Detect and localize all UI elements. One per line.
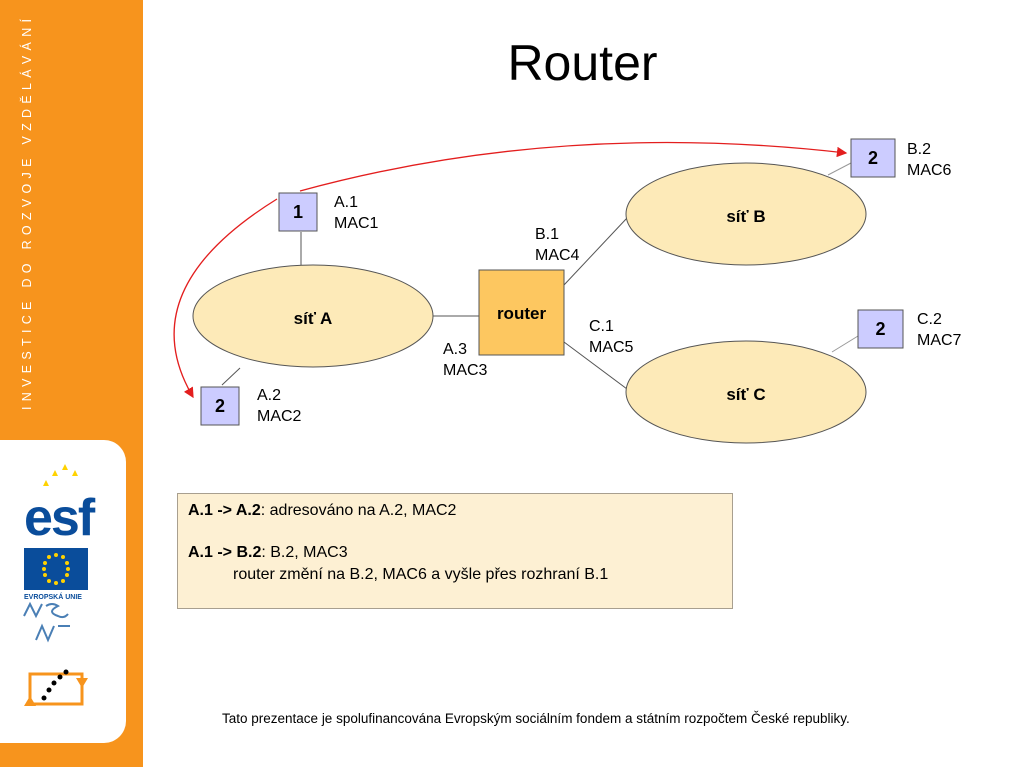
logos bbox=[23, 464, 88, 706]
esf-logo-icon bbox=[26, 464, 78, 520]
msmt-logo-icon bbox=[23, 601, 70, 643]
node-b2-box bbox=[850, 138, 896, 178]
info-line-3: router změní na B.2, MAC6 a vyšle přes r… bbox=[233, 566, 609, 583]
label-c1-mac: MAC5 bbox=[589, 339, 634, 356]
label-a3-ip: A.3 bbox=[443, 341, 468, 358]
info-line-1-rest: : adresováno na A.2, MAC2 bbox=[260, 502, 457, 519]
page-title: Router bbox=[507, 35, 658, 91]
label-b2-ip: B.2 bbox=[907, 141, 932, 158]
eu-label: EVROPSKÁ UNIE bbox=[24, 594, 82, 601]
link-router-b bbox=[563, 217, 628, 286]
label-a3-mac: MAC3 bbox=[443, 362, 488, 379]
label-c2-ip: C.2 bbox=[917, 311, 942, 328]
network-a-label: síť A bbox=[293, 309, 333, 328]
network-b-label: síť B bbox=[726, 207, 766, 226]
label-b2: B.2 MAC6 bbox=[907, 139, 951, 181]
arrow-a1-to-b2 bbox=[299, 141, 848, 192]
link-b2 bbox=[827, 162, 852, 176]
logo-panel: esf EVROPSKÁ UNIE bbox=[0, 440, 126, 743]
node-c2-box bbox=[857, 309, 904, 349]
label-a3: A.3 MAC3 bbox=[443, 339, 487, 381]
label-b1: B.1 MAC4 bbox=[535, 224, 579, 266]
network-a-ellipse bbox=[192, 264, 434, 368]
label-a1-mac: MAC1 bbox=[334, 215, 379, 232]
op-vk-logo-icon bbox=[24, 669, 88, 706]
label-a2-mac: MAC2 bbox=[257, 408, 302, 425]
link-a2 bbox=[221, 367, 241, 386]
info-line-2-bold: A.1 -> B.2 bbox=[188, 544, 262, 561]
node-a1-number: 1 bbox=[292, 202, 303, 222]
footer-text: Tato prezentace je spolufinancována Evro… bbox=[222, 711, 850, 726]
info-line-2-rest: : B.2, MAC3 bbox=[261, 544, 348, 561]
node-a1-box bbox=[278, 192, 318, 232]
label-a2: A.2 MAC2 bbox=[257, 385, 301, 427]
label-b2-mac: MAC6 bbox=[907, 162, 952, 179]
info-line-2: A.1 -> B.2: B.2, MAC3 bbox=[188, 544, 722, 566]
sidebar: INVESTICE DO ROZVOJE VZDĚLÁVÁNÍ bbox=[0, 0, 143, 767]
label-c1-ip: C.1 bbox=[589, 318, 614, 335]
label-c2-mac: MAC7 bbox=[917, 332, 962, 349]
node-a2-box bbox=[200, 386, 240, 426]
link-c2 bbox=[831, 335, 859, 353]
node-b2-number: 2 bbox=[867, 148, 878, 168]
label-b1-mac: MAC4 bbox=[535, 247, 580, 264]
router-box bbox=[478, 269, 565, 356]
network-b-ellipse bbox=[625, 162, 867, 266]
router-label: router bbox=[496, 304, 547, 323]
label-b1-ip: B.1 bbox=[535, 226, 560, 243]
link-router-c bbox=[563, 341, 628, 390]
info-line-1: A.1 -> A.2: adresováno na A.2, MAC2 bbox=[188, 502, 722, 524]
info-line-1-bold: A.1 -> A.2 bbox=[188, 502, 261, 519]
network-c-ellipse bbox=[625, 340, 867, 444]
node-a2-number: 2 bbox=[214, 396, 225, 416]
label-a1-ip: A.1 bbox=[334, 194, 359, 211]
info-box: A.1 -> A.2: adresováno na A.2, MAC2 A.1 … bbox=[177, 493, 733, 609]
eu-flag-icon bbox=[24, 548, 88, 590]
label-c1: C.1 MAC5 bbox=[589, 316, 633, 358]
label-a2-ip: A.2 bbox=[257, 387, 282, 404]
node-c2-number: 2 bbox=[875, 319, 886, 339]
esf-logo-text: esf bbox=[24, 489, 95, 547]
label-c2: C.2 MAC7 bbox=[917, 309, 961, 351]
arrow-a1-to-a2 bbox=[173, 198, 278, 399]
label-a1: A.1 MAC1 bbox=[334, 192, 378, 234]
network-c-label: síť C bbox=[726, 385, 766, 404]
